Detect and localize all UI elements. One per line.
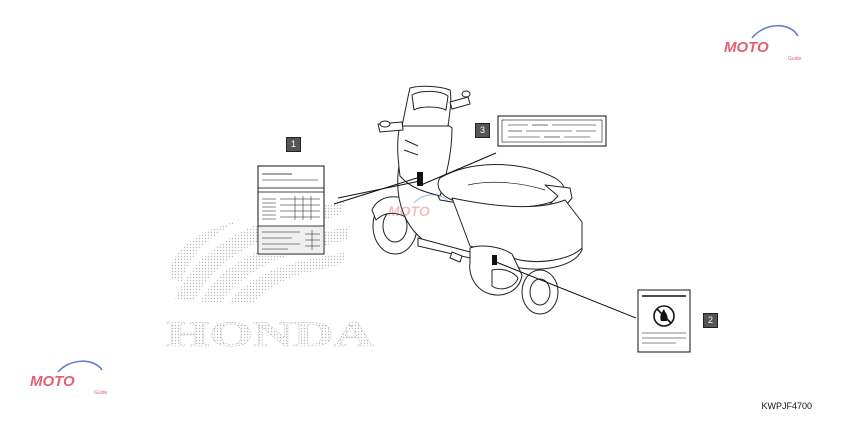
label-2-caution <box>637 289 691 353</box>
leader-lines <box>333 152 637 319</box>
callout-2: 2 <box>703 313 718 328</box>
label-position-2 <box>492 255 497 265</box>
svg-text:Guide: Guide <box>788 56 802 62</box>
label-position-1 <box>417 172 423 186</box>
svg-text:MOTO: MOTO <box>30 373 75 390</box>
label-1-sheet <box>257 165 325 255</box>
label-3-small <box>497 115 607 147</box>
watermark-center: MOTO <box>388 193 449 219</box>
callout-1: 1 <box>286 137 301 152</box>
svg-text:MOTO: MOTO <box>388 203 430 219</box>
callout-3: 3 <box>475 123 490 138</box>
honda-wordmark: HONDA <box>166 314 375 355</box>
watermark-bottom-left: MOTO Guide <box>30 360 108 396</box>
svg-text:Guide: Guide <box>94 390 108 396</box>
watermark-top-right: MOTO Guide <box>724 24 802 62</box>
svg-text:HONDA: HONDA <box>166 314 374 354</box>
part-code: KWPJF4700 <box>761 401 812 411</box>
svg-text:MOTO: MOTO <box>724 39 769 56</box>
scooter <box>371 85 583 315</box>
